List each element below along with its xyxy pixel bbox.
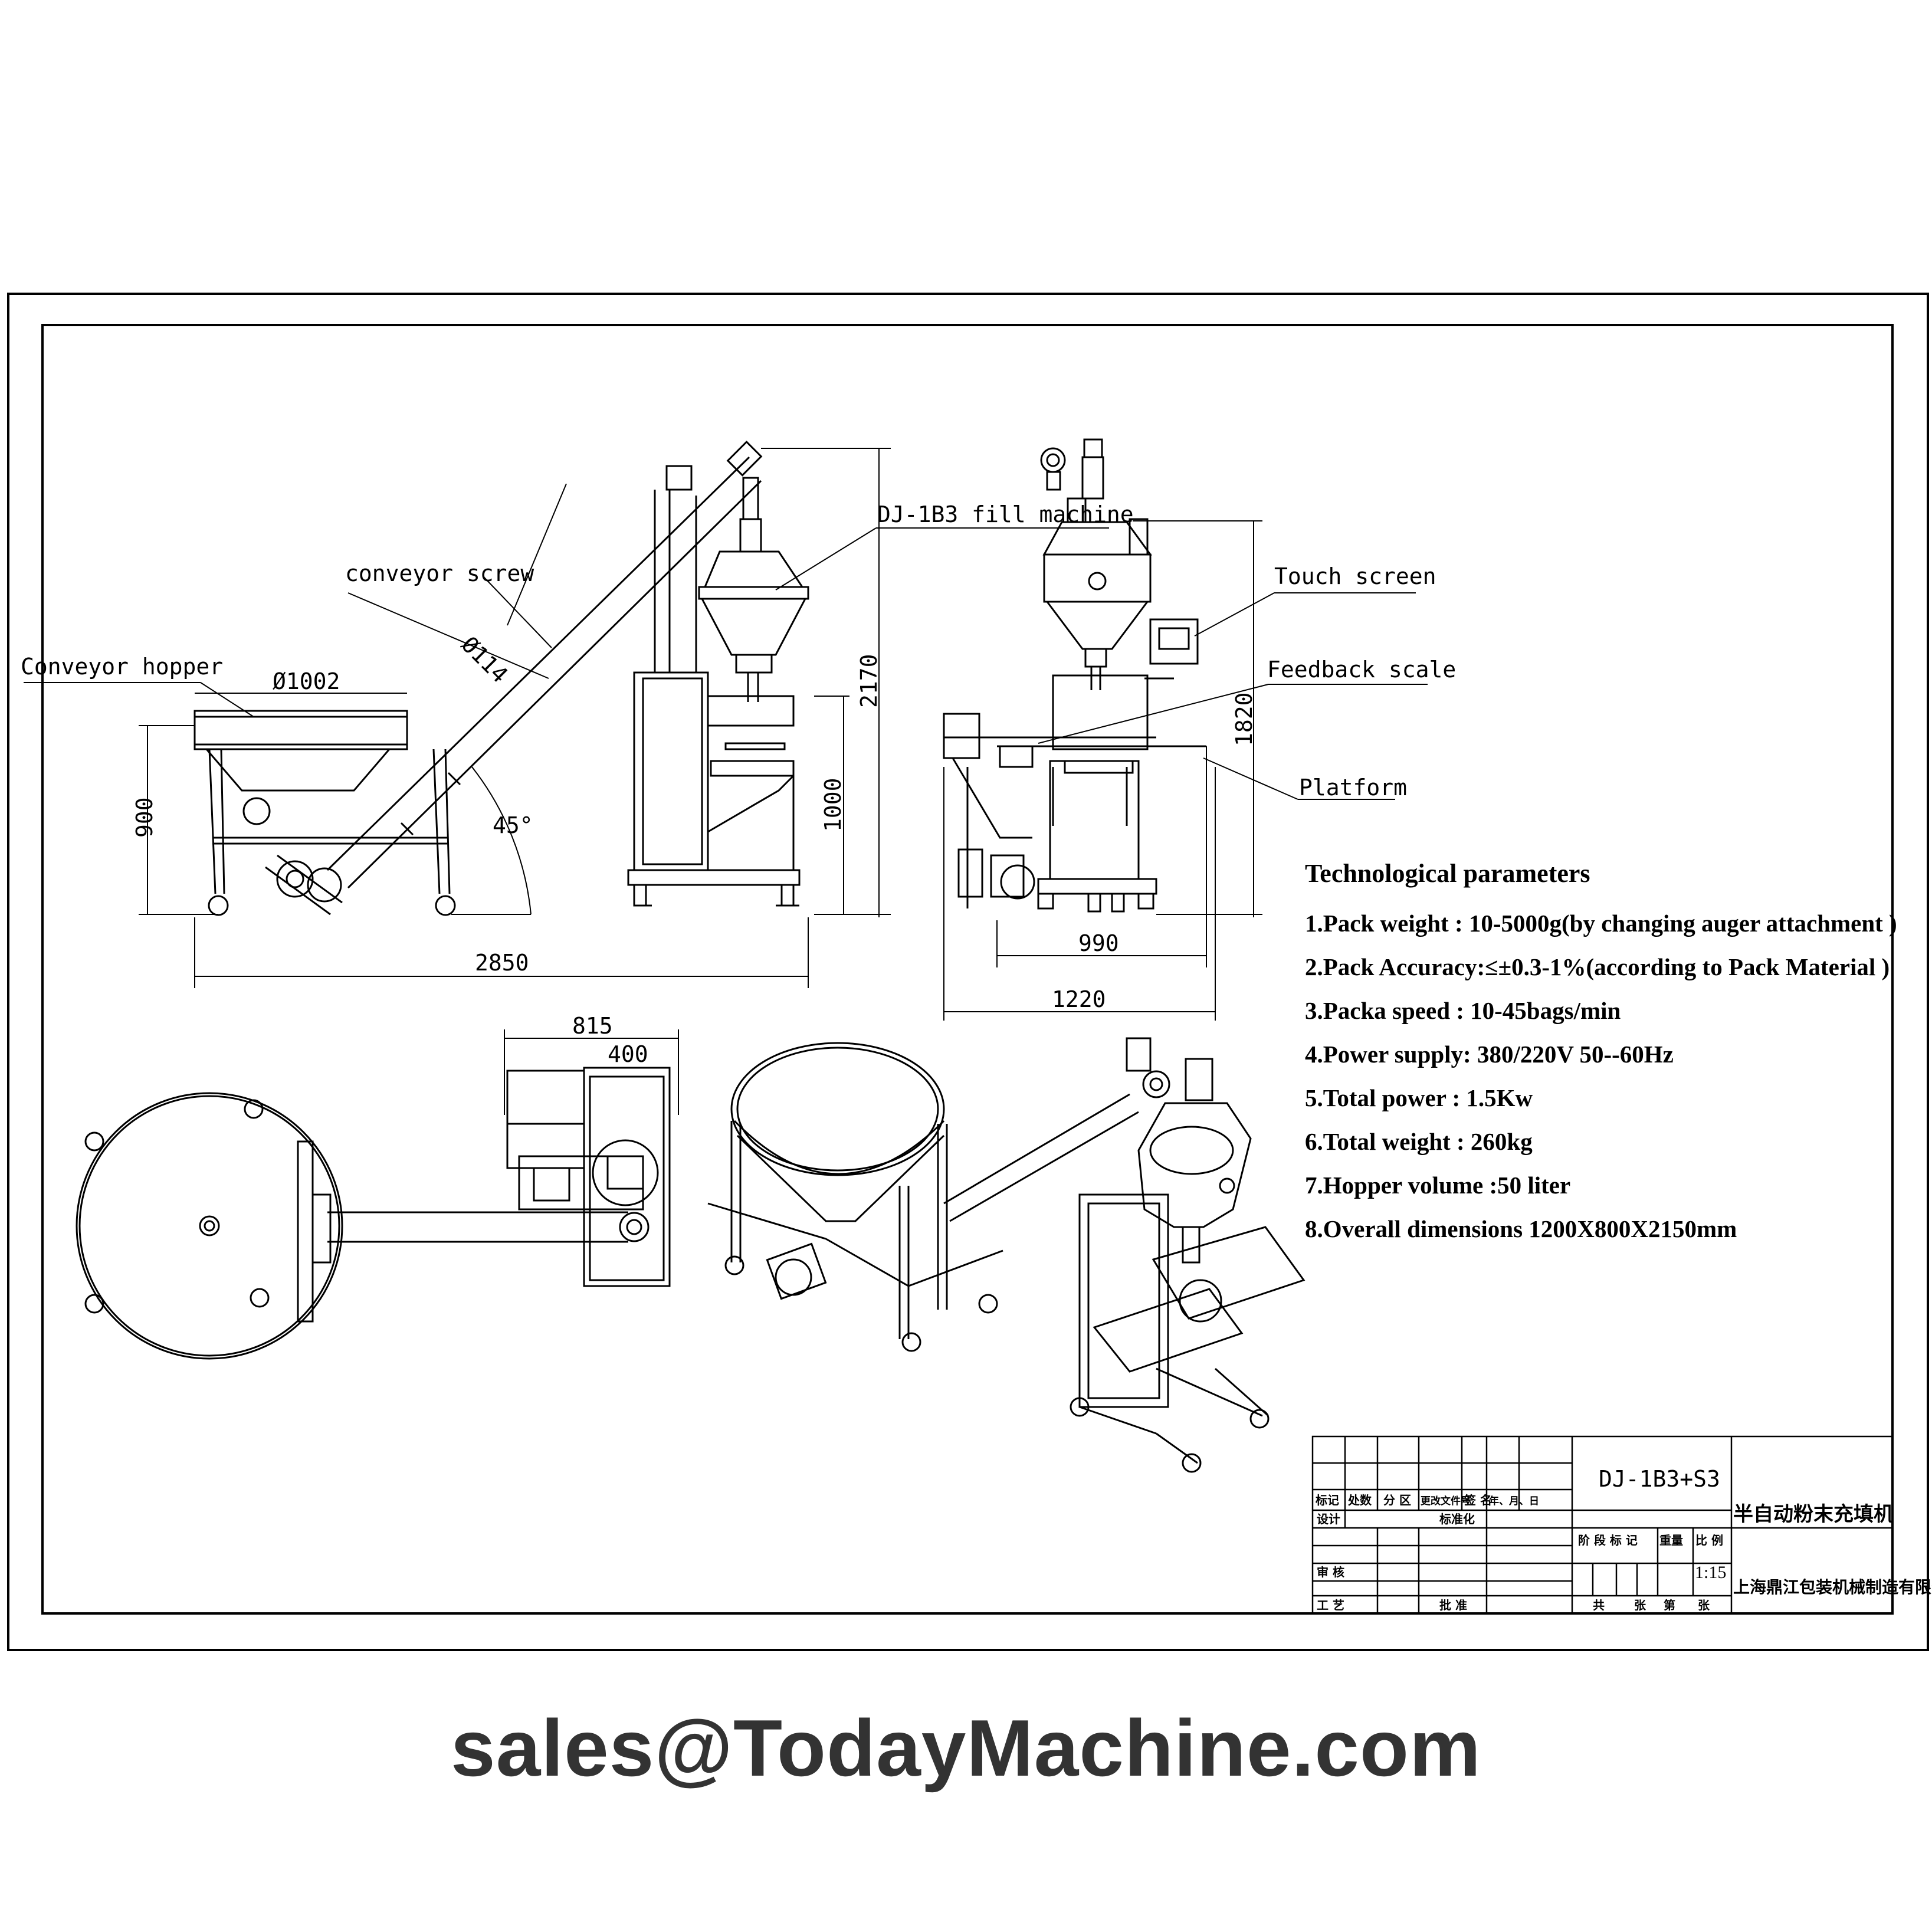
tb-sheet-total: 共 — [1593, 1598, 1605, 1612]
dim-machine-height: 2170 — [856, 654, 882, 708]
label-touch-screen: Touch screen — [1274, 563, 1436, 589]
label-conveyor-screw: conveyor screw — [345, 560, 534, 586]
dim-platform-height: 1000 — [820, 778, 846, 832]
tb-ratio: 比 例 — [1695, 1533, 1723, 1547]
dim-front-width-inner: 990 — [1078, 930, 1119, 956]
top-dimensions — [504, 1029, 679, 1115]
side-view — [193, 440, 809, 916]
tb-product-name: 半自动粉末充填机 — [1733, 1503, 1894, 1526]
tb-stage-mark: 阶 段 标 记 — [1578, 1533, 1638, 1547]
label-feedback-scale: Feedback scale — [1267, 657, 1456, 683]
tb-standardize: 标准化 — [1439, 1512, 1475, 1526]
tb-h5: 签 名 — [1464, 1493, 1492, 1507]
tb-h4: 更改文件号 — [1421, 1495, 1471, 1507]
tb-h1: 标记 — [1316, 1493, 1339, 1507]
inner-border — [41, 324, 1894, 1615]
technological-parameters: Technological parameters 1.Pack weight :… — [1305, 858, 1897, 1251]
parameter-item: 4.Power supply: 380/220V 50--60Hz — [1305, 1041, 1674, 1068]
outer-border — [7, 293, 1929, 1651]
front-view — [943, 438, 1206, 913]
parameters-list: 1.Pack weight : 10-5000g(by changing aug… — [1305, 901, 1897, 1251]
parameter-item: 7.Hopper volume :50 liter — [1305, 1172, 1571, 1199]
tb-sheet-zhang1: 张 — [1634, 1598, 1646, 1612]
tb-process: 工 艺 — [1317, 1598, 1344, 1612]
parameter-item: 8.Overall dimensions 1200X800X2150mm — [1305, 1215, 1737, 1242]
parameter-item: 6.Total weight : 260kg — [1305, 1128, 1533, 1155]
parameter-item: 5.Total power : 1.5Kw — [1305, 1084, 1533, 1111]
dim-hopper-height: 900 — [132, 797, 158, 838]
tb-scale: 1:15 — [1695, 1563, 1726, 1582]
parameter-item: 3.Packa speed : 10-45bags/min — [1305, 997, 1621, 1024]
side-dimensions — [24, 448, 1109, 988]
dim-front-height: 1820 — [1231, 692, 1257, 746]
tb-model: DJ-1B3+S3 — [1599, 1466, 1720, 1492]
tb-design: 设计 — [1317, 1512, 1340, 1526]
tb-company: 上海鼎江包装机械制造有限公司 — [1733, 1577, 1932, 1597]
tb-h2: 处数 — [1347, 1493, 1372, 1507]
contact-email: sales@TodayMachine.com — [451, 1703, 1481, 1793]
parameter-item: 2.Pack Accuracy:≤±0.3-1%(according to Pa… — [1305, 953, 1890, 980]
dim-angle: 45° — [493, 812, 533, 838]
label-fill-machine: DJ-1B3 fill machine — [877, 501, 1134, 527]
top-view — [76, 1067, 671, 1360]
dim-front-width-outer: 1220 — [1052, 986, 1106, 1012]
tb-weight: 重量 — [1659, 1533, 1683, 1547]
parameters-title: Technological parameters — [1305, 859, 1590, 888]
front-dimensions — [943, 520, 1428, 1021]
label-platform: Platform — [1299, 775, 1407, 801]
isometric-view — [707, 1037, 1306, 1473]
parameter-item: 1.Pack weight : 10-5000g(by changing aug… — [1305, 910, 1897, 937]
tb-sheet-zhang2: 张 — [1698, 1598, 1710, 1612]
tb-review: 审 核 — [1317, 1565, 1344, 1579]
dim-hopper-diameter: Ø1002 — [273, 668, 340, 694]
label-conveyor-hopper: Conveyor hopper — [21, 654, 223, 680]
tb-h6: 年、月、日 — [1489, 1495, 1539, 1507]
dim-top-width-inner: 400 — [608, 1041, 648, 1067]
dim-top-width-outer: 815 — [572, 1013, 613, 1039]
tb-h3: 分 区 — [1383, 1493, 1411, 1507]
tb-sheet-di: 第 — [1664, 1598, 1675, 1612]
title-block-grid — [1311, 1435, 1894, 1615]
dim-total-length: 2850 — [475, 950, 529, 976]
tb-approve: 批 准 — [1439, 1598, 1467, 1612]
